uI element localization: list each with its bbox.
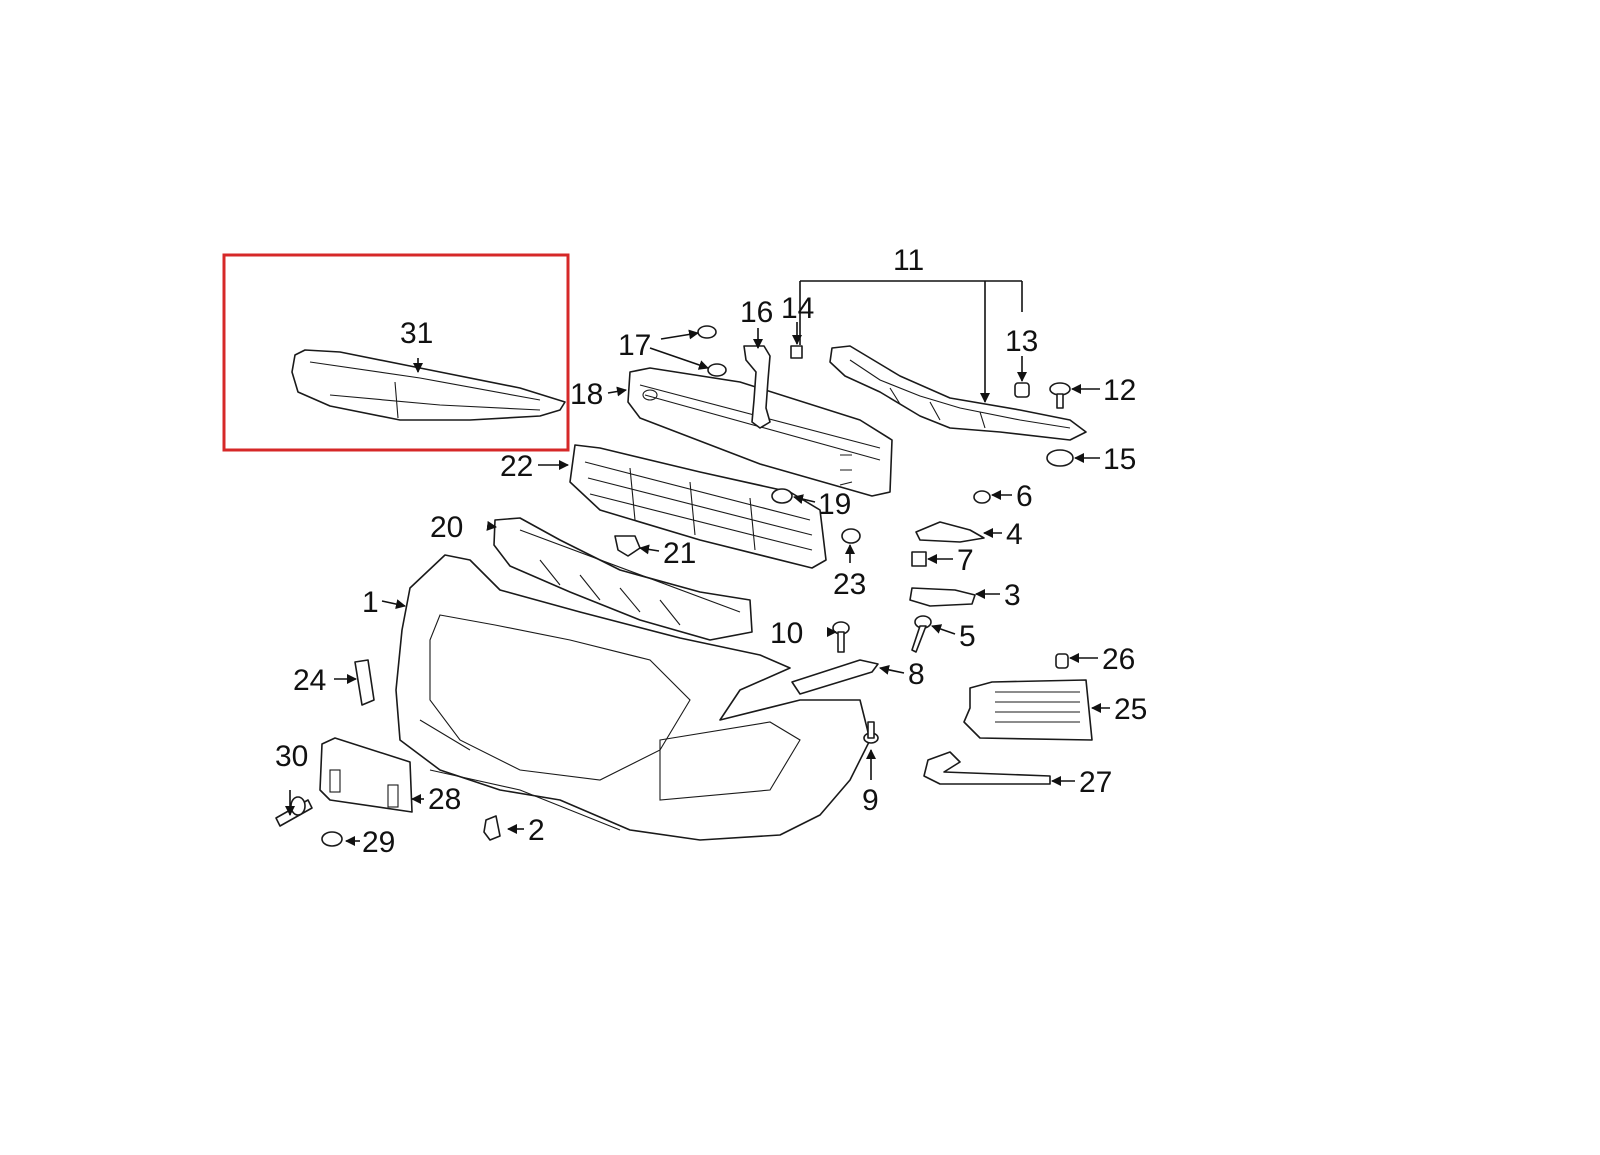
callout-21: 21 xyxy=(663,537,696,570)
callout-18: 18 xyxy=(570,378,603,411)
part-24-reflector xyxy=(354,659,375,706)
callout-23: 23 xyxy=(833,568,866,601)
part-12-bolt xyxy=(1049,382,1071,409)
callout-22: 22 xyxy=(500,450,533,483)
part-16-bracket xyxy=(743,345,771,429)
part-1-bumper-cover xyxy=(395,554,871,841)
callout-12: 12 xyxy=(1103,374,1136,407)
callout-10: 10 xyxy=(770,617,803,650)
part-23-bolt xyxy=(841,528,861,544)
part-2-clip xyxy=(483,815,501,841)
callout-14: 14 xyxy=(781,292,814,325)
part-13-spacer xyxy=(1014,382,1030,398)
part-10-bolt xyxy=(832,621,850,653)
callout-29: 29 xyxy=(362,826,395,859)
callout-2: 2 xyxy=(528,814,545,847)
part-6-screw xyxy=(973,490,991,504)
part-31-air-deflector xyxy=(291,349,566,421)
part-9-bolt xyxy=(863,721,879,744)
part-14-clip xyxy=(790,345,803,359)
callout-6: 6 xyxy=(1016,480,1033,513)
part-20-grille-support xyxy=(493,517,753,641)
callout-7: 7 xyxy=(957,544,974,577)
callout-16: 16 xyxy=(740,296,773,329)
callout-31: 31 xyxy=(400,317,433,350)
callout-26: 26 xyxy=(1102,643,1135,676)
callout-19: 19 xyxy=(818,488,851,521)
callout-30: 30 xyxy=(275,740,308,773)
callout-labels: 31 18 22 20 1 24 30 28 29 2 17 16 14 11 … xyxy=(275,244,1147,859)
callout-24: 24 xyxy=(293,664,326,697)
part-29-screw xyxy=(321,831,343,847)
callout-8: 8 xyxy=(908,658,925,691)
part-7-clip xyxy=(911,551,927,567)
part-3-reflector xyxy=(909,587,976,607)
callout-15: 15 xyxy=(1103,443,1136,476)
callout-1: 1 xyxy=(362,586,379,619)
part-15-nut xyxy=(1046,449,1074,467)
part-5-push-pin xyxy=(911,615,932,653)
callout-28: 28 xyxy=(428,783,461,816)
callout-4: 4 xyxy=(1006,518,1023,551)
highlight-box xyxy=(222,253,570,452)
callout-17: 17 xyxy=(618,329,651,362)
part-21-bracket xyxy=(614,535,641,557)
callout-13: 13 xyxy=(1005,325,1038,358)
part-27-trim xyxy=(923,751,1051,785)
part-17-bolts xyxy=(697,325,727,377)
callout-20: 20 xyxy=(430,511,463,544)
part-22-lower-absorber xyxy=(569,444,827,569)
callout-5: 5 xyxy=(959,620,976,653)
part-11-absorber xyxy=(829,345,1087,441)
callout-25: 25 xyxy=(1114,693,1147,726)
part-19-bolt xyxy=(771,488,793,504)
part-28-license-bracket xyxy=(319,737,413,813)
callout-11: 11 xyxy=(893,244,924,277)
callout-27: 27 xyxy=(1079,766,1112,799)
part-25-grille xyxy=(963,679,1093,741)
part-4-bracket xyxy=(915,521,985,543)
callout-9: 9 xyxy=(862,784,879,817)
part-26-nut xyxy=(1055,653,1069,669)
callout-3: 3 xyxy=(1004,579,1021,612)
part-30-pin xyxy=(275,796,313,827)
leader-lines xyxy=(285,280,1110,846)
part-8-strip xyxy=(791,659,879,695)
